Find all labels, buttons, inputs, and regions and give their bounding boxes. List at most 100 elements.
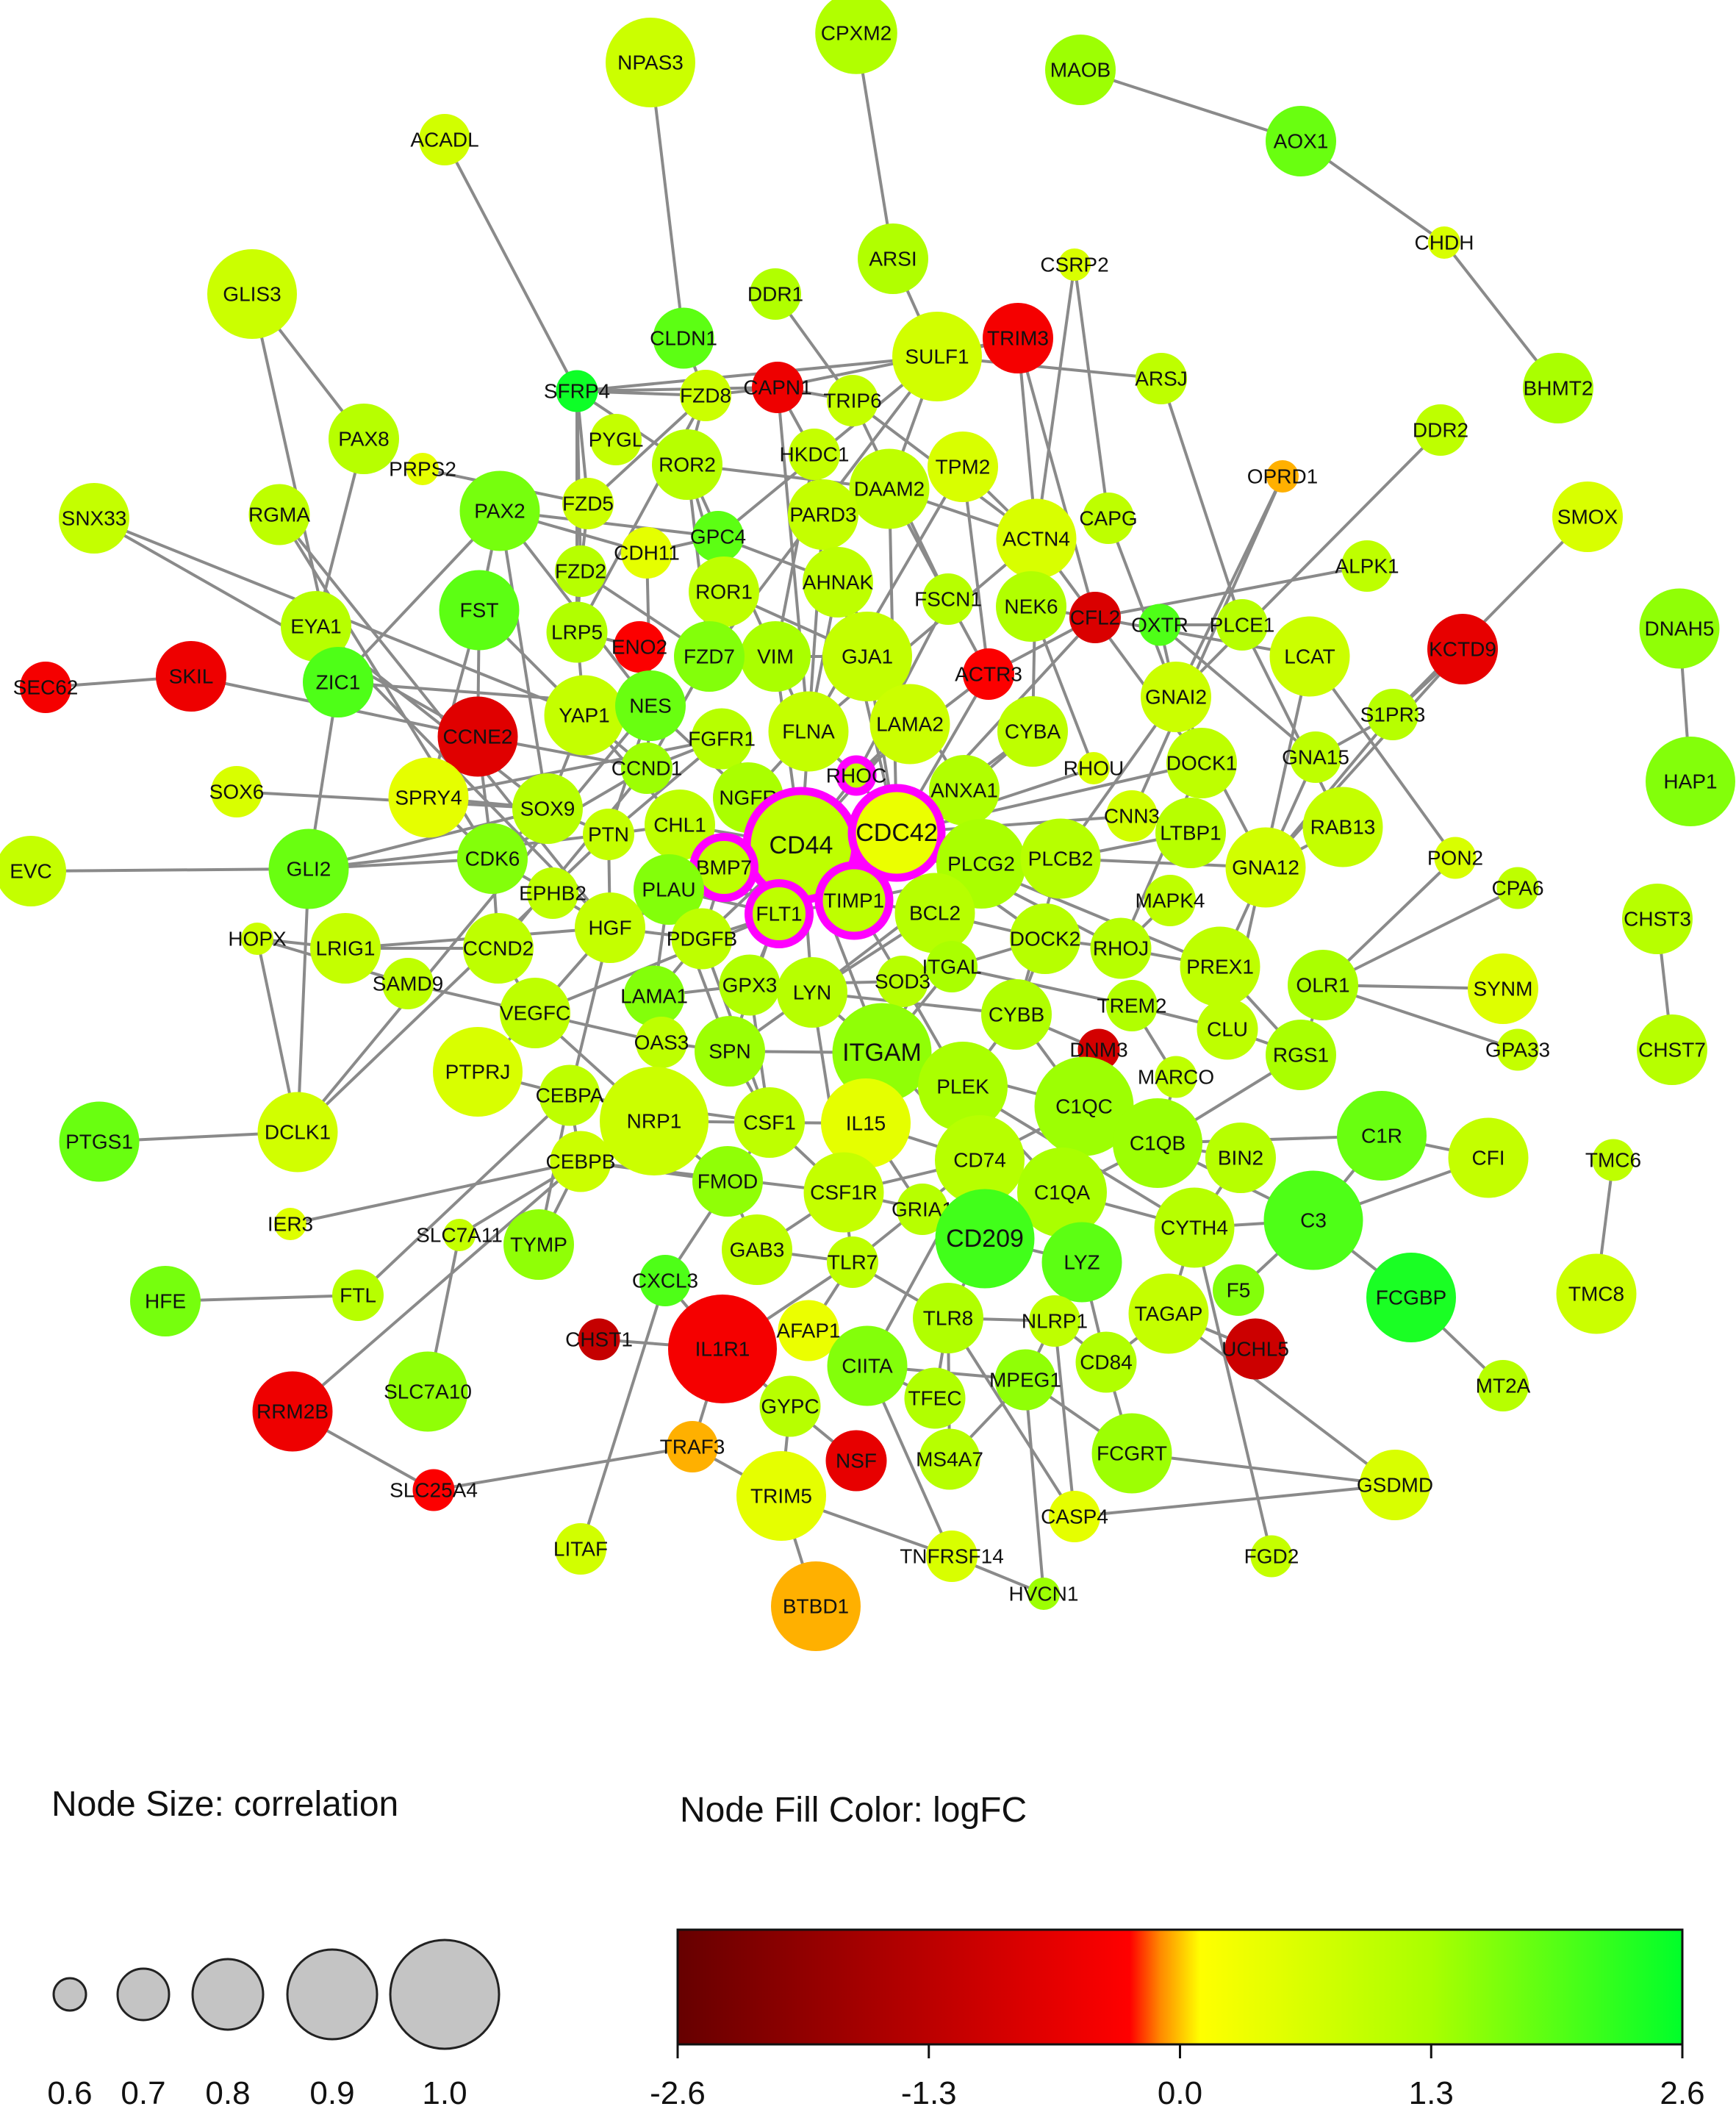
node-cdc42[interactable]: CDC42 bbox=[847, 784, 946, 882]
node-plek[interactable]: PLEK bbox=[918, 1042, 1008, 1131]
node-ms4a7[interactable]: MS4A7 bbox=[916, 1428, 983, 1490]
node-lyn[interactable]: LYN bbox=[777, 957, 847, 1028]
node-gypc[interactable]: GYPC bbox=[759, 1375, 821, 1437]
node-cdk6[interactable]: CDK6 bbox=[457, 823, 528, 894]
node-npas3[interactable]: NPAS3 bbox=[606, 18, 695, 107]
node-cyba[interactable]: CYBA bbox=[997, 696, 1068, 767]
node-pon2[interactable]: PON2 bbox=[1427, 837, 1483, 879]
node-skil[interactable]: SKIL bbox=[156, 641, 226, 712]
node-gab3[interactable]: GAB3 bbox=[722, 1214, 792, 1285]
node-tlr7[interactable]: TLR7 bbox=[827, 1236, 878, 1288]
node-lcat[interactable]: LCAT bbox=[1269, 616, 1350, 697]
node-c1qc[interactable]: C1QC bbox=[1034, 1056, 1134, 1156]
node-kctd9[interactable]: KCTD9 bbox=[1427, 614, 1498, 684]
node-alpk1[interactable]: ALPK1 bbox=[1335, 540, 1399, 592]
node-hfe[interactable]: HFE bbox=[130, 1266, 201, 1336]
node-nlrp1[interactable]: NLRP1 bbox=[1022, 1295, 1088, 1347]
node-fgfr1[interactable]: FGFR1 bbox=[688, 708, 756, 770]
node-plcb2[interactable]: PLCB2 bbox=[1020, 818, 1101, 899]
node-hkdc1[interactable]: HKDC1 bbox=[780, 429, 850, 480]
node-fmod[interactable]: FMOD bbox=[692, 1146, 763, 1217]
node-gpa33[interactable]: GPA33 bbox=[1485, 1028, 1550, 1071]
node-sec62[interactable]: SEC62 bbox=[13, 662, 79, 713]
node-il1r1[interactable]: IL1R1 bbox=[668, 1295, 777, 1403]
node-fcgrt[interactable]: FCGRT bbox=[1091, 1413, 1172, 1494]
node-tpm2[interactable]: TPM2 bbox=[928, 432, 998, 502]
node-timp1[interactable]: TIMP1 bbox=[814, 861, 894, 940]
node-dock1[interactable]: DOCK1 bbox=[1166, 728, 1237, 798]
node-pax8[interactable]: PAX8 bbox=[329, 404, 399, 474]
node-flna[interactable]: FLNA bbox=[768, 691, 849, 772]
node-nsf[interactable]: NSF bbox=[825, 1430, 887, 1492]
node-trim3[interactable]: TRIM3 bbox=[983, 303, 1053, 373]
node-pard3[interactable]: PARD3 bbox=[788, 479, 858, 550]
node-fzd2[interactable]: FZD2 bbox=[555, 545, 606, 597]
node-c1r[interactable]: C1R bbox=[1337, 1091, 1427, 1181]
node-rab13[interactable]: RAB13 bbox=[1302, 787, 1383, 867]
node-yap1[interactable]: YAP1 bbox=[544, 675, 625, 756]
node-tmc8[interactable]: TMC8 bbox=[1556, 1253, 1637, 1334]
node-pax2[interactable]: PAX2 bbox=[459, 470, 540, 551]
node-ddr2[interactable]: DDR2 bbox=[1413, 404, 1468, 456]
node-slc7a10[interactable]: SLC7A10 bbox=[384, 1351, 472, 1432]
node-bmp7[interactable]: BMP7 bbox=[689, 833, 758, 902]
node-vegfc[interactable]: VEGFC bbox=[500, 978, 570, 1048]
node-ccnd2[interactable]: CCND2 bbox=[463, 913, 534, 984]
node-fzd5[interactable]: FZD5 bbox=[562, 478, 614, 529]
node-oprd1[interactable]: OPRD1 bbox=[1247, 460, 1318, 493]
node-chst1[interactable]: CHST1 bbox=[565, 1318, 633, 1361]
node-rrm2b[interactable]: RRM2B bbox=[252, 1371, 333, 1452]
node-nrp1[interactable]: NRP1 bbox=[600, 1067, 709, 1175]
node-anxa1[interactable]: ANXA1 bbox=[929, 755, 1000, 826]
node-ror2[interactable]: ROR2 bbox=[652, 429, 722, 500]
node-synm[interactable]: SYNM bbox=[1468, 953, 1538, 1024]
node-ier3[interactable]: IER3 bbox=[268, 1208, 313, 1240]
node-sod3[interactable]: SOD3 bbox=[875, 956, 930, 1007]
node-pygl[interactable]: PYGL bbox=[589, 414, 644, 465]
node-spn[interactable]: SPN bbox=[695, 1016, 765, 1087]
node-vim[interactable]: VIM bbox=[740, 621, 811, 692]
node-ahnak[interactable]: AHNAK bbox=[803, 547, 874, 618]
node-marco[interactable]: MARCO bbox=[1138, 1056, 1214, 1098]
node-prps2[interactable]: PRPS2 bbox=[389, 453, 456, 485]
node-eya1[interactable]: EYA1 bbox=[281, 591, 351, 662]
node-gpc4[interactable]: GPC4 bbox=[690, 511, 746, 562]
node-cd84[interactable]: CD84 bbox=[1075, 1331, 1137, 1393]
node-ddr1[interactable]: DDR1 bbox=[747, 268, 803, 320]
node-sox6[interactable]: SOX6 bbox=[209, 766, 265, 817]
node-lama1[interactable]: LAMA1 bbox=[620, 965, 688, 1027]
node-rgma[interactable]: RGMA bbox=[248, 484, 310, 545]
node-rgs1[interactable]: RGS1 bbox=[1266, 1020, 1336, 1090]
node-capg[interactable]: CAPG bbox=[1079, 493, 1138, 544]
node-ptgs1[interactable]: PTGS1 bbox=[59, 1101, 140, 1182]
node-hvcn1[interactable]: HVCN1 bbox=[1009, 1578, 1079, 1610]
node-tlr8[interactable]: TLR8 bbox=[913, 1283, 983, 1353]
node-tymp[interactable]: TYMP bbox=[503, 1209, 574, 1280]
node-sulf1[interactable]: SULF1 bbox=[892, 312, 982, 401]
node-gna15[interactable]: GNA15 bbox=[1282, 731, 1349, 783]
node-flt1[interactable]: FLT1 bbox=[745, 879, 814, 948]
node-nes[interactable]: NES bbox=[615, 670, 686, 741]
node-f5[interactable]: F5 bbox=[1213, 1264, 1264, 1316]
node-fscn1[interactable]: FSCN1 bbox=[914, 573, 982, 625]
node-sox9[interactable]: SOX9 bbox=[512, 773, 583, 844]
node-cnn3[interactable]: CNN3 bbox=[1104, 790, 1160, 842]
node-bhmt2[interactable]: BHMT2 bbox=[1523, 353, 1593, 423]
node-slc25a4[interactable]: SLC25A4 bbox=[390, 1469, 478, 1511]
node-trem2[interactable]: TREM2 bbox=[1097, 980, 1167, 1031]
node-cd74[interactable]: CD74 bbox=[935, 1115, 1025, 1205]
node-fcgbp[interactable]: FCGBP bbox=[1366, 1253, 1456, 1342]
node-dock2[interactable]: DOCK2 bbox=[1010, 903, 1080, 974]
node-cdh11[interactable]: CDH11 bbox=[614, 527, 680, 579]
node-ltbp1[interactable]: LTBP1 bbox=[1155, 798, 1226, 868]
node-pdgfb[interactable]: PDGFB bbox=[667, 908, 737, 970]
node-gnai2[interactable]: GNAI2 bbox=[1141, 662, 1211, 732]
node-nek6[interactable]: NEK6 bbox=[996, 571, 1066, 642]
node-gja1[interactable]: GJA1 bbox=[822, 612, 912, 701]
node-csrp2[interactable]: CSRP2 bbox=[1040, 248, 1109, 281]
node-cfi[interactable]: CFI bbox=[1448, 1117, 1529, 1198]
node-casp4[interactable]: CASP4 bbox=[1041, 1491, 1108, 1542]
node-daam2[interactable]: DAAM2 bbox=[849, 448, 930, 529]
node-chl1[interactable]: CHL1 bbox=[645, 790, 715, 860]
node-ciita[interactable]: CIITA bbox=[827, 1325, 908, 1406]
